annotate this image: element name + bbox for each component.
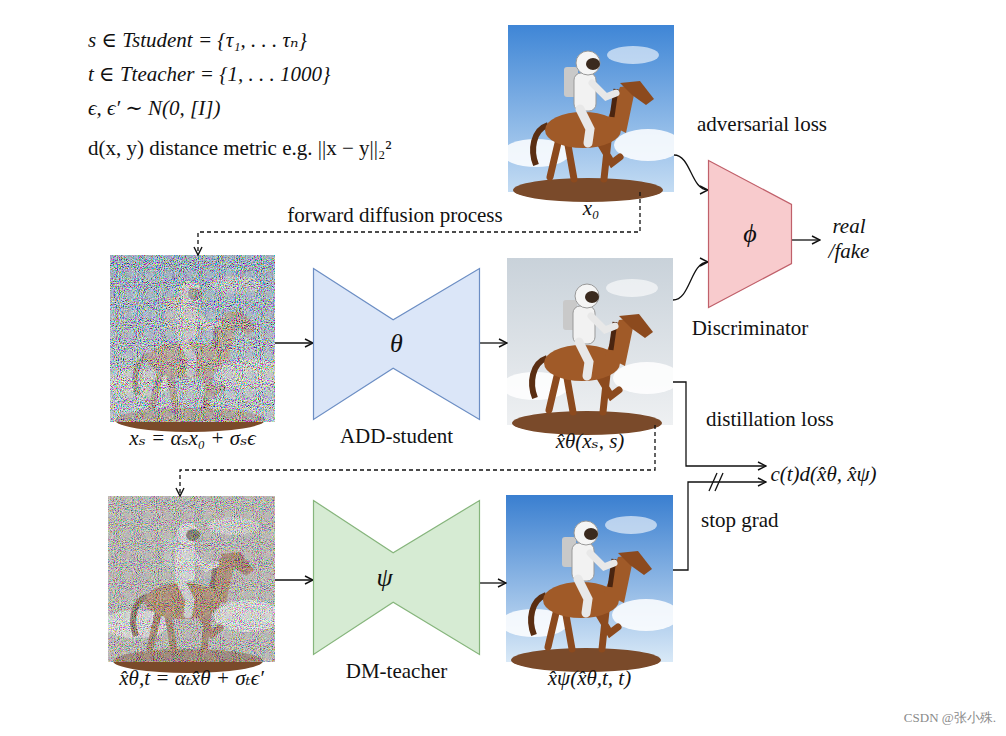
student-image (501, 258, 681, 435)
formula-text: real /fake (824, 214, 874, 264)
node-caption: x̂ψ(x̂θ,t, t) (548, 666, 631, 691)
loss-formula: c(t)d(x̂θ, x̂ψ) (766, 460, 881, 489)
node-caption: x̂θ,t = αₜx̂θ + σₜϵ′ (119, 666, 264, 691)
connector-arrow (480, 342, 507, 343)
image-panel: x̂θ,t = αₜx̂θ + σₜϵ′ (108, 496, 275, 662)
node-caption: xₛ = αₛx₀ + σₛϵ (129, 426, 255, 451)
network-shape (313, 500, 480, 655)
edge-label: forward diffusion process (284, 203, 505, 228)
connector-arrow (673, 262, 708, 300)
network-symbol: ψ (376, 562, 392, 593)
loss-label: adversarial loss (697, 112, 827, 137)
node-caption: DM-teacher (346, 659, 447, 684)
network-symbol: θ (390, 328, 403, 359)
notation-line: d(x, y) distance metric e.g. ||x − y||₂² (88, 136, 392, 161)
connector-arrow (480, 582, 506, 583)
network-block: ψDM-teacher (313, 500, 480, 655)
network-block: θADD-student (313, 268, 480, 420)
node-caption: ADD-student (340, 424, 453, 449)
node-caption: Discriminator (692, 316, 809, 341)
formula-text: c(t)d(x̂θ, x̂ψ) (770, 462, 877, 487)
watermark: CSDN @张小殊. (904, 710, 996, 726)
connector-arrow (674, 155, 708, 190)
outline (314, 501, 480, 655)
connector-arrow (275, 342, 313, 343)
discriminator-block: ϕDiscriminator (708, 160, 792, 308)
horse-scene (502, 46, 682, 202)
noise-overlay (108, 496, 275, 662)
network-symbol: ϕ (743, 218, 756, 249)
teacher-image (500, 495, 680, 672)
noisy-image (102, 496, 282, 673)
notation-line: ϵ, ϵ′ ∼ N(0, [I]) (88, 96, 220, 121)
outline (709, 161, 792, 308)
outline (314, 269, 480, 420)
notation-line: s ∈ Tstudent = {τ₁, . . . τₙ} (88, 28, 307, 53)
noisy-image (104, 255, 284, 432)
node-caption: x₀ (583, 196, 600, 221)
notation-line: t ∈ Tteacher = {1, . . . 1000} (88, 62, 331, 87)
image-panel: x̂ψ(x̂θ,t, t) (506, 495, 673, 662)
connector-arrow (275, 579, 313, 580)
real-image (502, 25, 682, 202)
node-caption: x̂θ(xₛ, s) (556, 429, 625, 454)
image-panel: xₛ = αₛx₀ + σₛϵ (110, 255, 275, 422)
connector-arrow (792, 239, 820, 240)
noise-overlay (110, 255, 275, 422)
edge-label: distillation loss (703, 407, 837, 432)
edge-label: stop grad (698, 508, 782, 533)
image-panel: x₀ (508, 25, 674, 192)
image-panel: x̂θ(xₛ, s) (507, 258, 673, 425)
output-label: real /fake (820, 212, 878, 266)
connector-arrow (198, 192, 640, 255)
